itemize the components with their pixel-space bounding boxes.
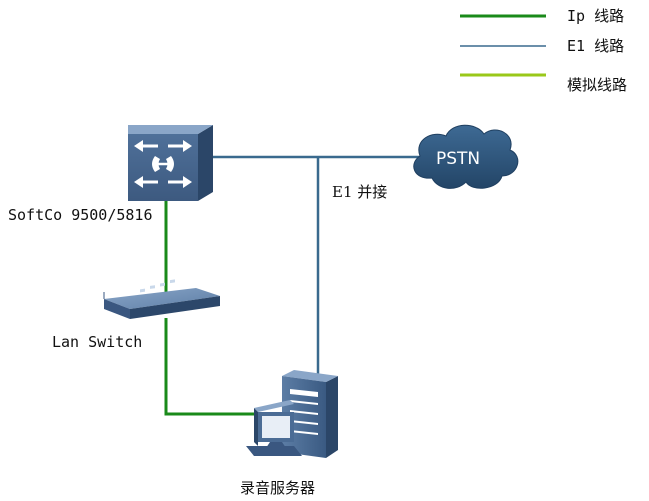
lan-switch-device [103, 279, 220, 319]
legend-ip-label: Ip 线路 [567, 7, 624, 25]
ip-line-switch-server [164, 318, 262, 416]
lan-switch-top-face [104, 288, 220, 309]
connections [164, 155, 420, 416]
server-tower-top [282, 370, 338, 382]
legend-item-e1: E1 线路 [460, 37, 624, 55]
pstn-label: PSTN [436, 149, 480, 169]
lan-switch-front-face [104, 299, 130, 319]
softco-phone-icon [152, 156, 174, 172]
pstn-cloud-shape [413, 124, 519, 189]
softco-device [128, 125, 213, 201]
softco-top-face [128, 125, 213, 134]
lan-switch-label: Lan Switch [52, 333, 142, 351]
pstn-cloud: PSTN [413, 124, 519, 189]
lan-switch-long-face [130, 296, 220, 319]
legend-analog-label: 模拟线路 [567, 76, 627, 94]
lan-switch-ports-icon [140, 279, 175, 293]
server-drive-bays-icon [290, 389, 318, 435]
recording-server-label: 录音服务器 [240, 479, 315, 497]
softco-label: SoftCo 9500/5816 [8, 206, 153, 224]
legend: Ip 线路 E1 线路 模拟线路 [460, 7, 627, 94]
server-monitor-icon [254, 400, 294, 448]
softco-switch-arrows-icon [134, 140, 192, 188]
server-tower-side [326, 376, 338, 458]
legend-item-analog: 模拟线路 [460, 73, 627, 94]
legend-item-ip: Ip 线路 [460, 7, 624, 25]
server-keyboard-icon [246, 446, 302, 456]
softco-side-face [198, 125, 213, 201]
e1-parallel-label: E1 并接 [332, 183, 387, 201]
legend-e1-label: E1 线路 [567, 37, 624, 55]
recording-server-device [246, 370, 338, 458]
